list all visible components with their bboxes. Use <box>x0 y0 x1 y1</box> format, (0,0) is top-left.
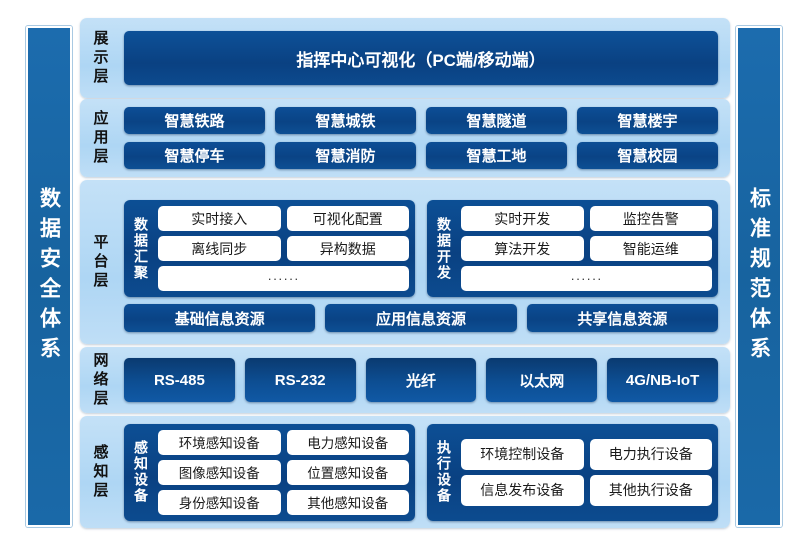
perception-actuator-cells: 环境控制设备 电力执行设备 信息发布设备 其他执行设备 <box>461 438 712 506</box>
sensing-row-2: 图像感知设备 位置感知设备 <box>158 459 409 485</box>
platform-group-data-development-title-wrap: 数据开发 <box>433 206 455 291</box>
actuator-row-1: 环境控制设备 电力执行设备 <box>461 438 712 470</box>
development-item-more[interactable]: ······ <box>461 266 712 291</box>
network-item-ethernet[interactable]: 以太网 <box>486 358 598 402</box>
app-item-smart-campus[interactable]: 智慧校园 <box>577 142 718 169</box>
actuator-item-info-release[interactable]: 信息发布设备 <box>461 474 584 506</box>
application-row-1: 智慧铁路 智慧城铁 智慧隧道 智慧楼宇 <box>120 107 730 134</box>
perception-sensing-cells: 环境感知设备 电力感知设备 图像感知设备 位置感知设备 身份感知设备 其他感知设… <box>158 429 409 515</box>
layer-perception-label: 感知层 <box>91 443 109 501</box>
aggregation-item-realtime-ingest[interactable]: 实时接入 <box>158 206 281 231</box>
layer-perception-body: 感知设备 环境感知设备 电力感知设备 图像感知设备 位置感知设备 身份感知设备 <box>120 416 730 528</box>
perception-group-sensing-devices: 感知设备 环境感知设备 电力感知设备 图像感知设备 位置感知设备 身份感知设备 <box>124 423 415 521</box>
actuator-item-power-execution[interactable]: 电力执行设备 <box>589 438 712 470</box>
application-row-2: 智慧停车 智慧消防 智慧工地 智慧校园 <box>120 142 730 169</box>
aggregation-item-offline-sync[interactable]: 离线同步 <box>158 236 281 261</box>
layer-presentation-body: 指挥中心可视化（PC端/移动端） <box>120 18 730 98</box>
layer-platform: 平台层 数据汇聚 实时接入 可视化配置 离线同步 <box>80 180 730 344</box>
platform-group-data-aggregation: 数据汇聚 实时接入 可视化配置 离线同步 异构数据 ······ <box>124 200 415 297</box>
layer-application-label-wrap: 应用层 <box>80 99 120 177</box>
aggregation-item-more[interactable]: ······ <box>158 266 409 291</box>
actuator-row-2: 信息发布设备 其他执行设备 <box>461 474 712 506</box>
sensing-row-3: 身份感知设备 其他感知设备 <box>158 489 409 515</box>
aggregation-item-visual-config[interactable]: 可视化配置 <box>286 206 409 231</box>
development-item-realtime-dev[interactable]: 实时开发 <box>461 206 584 231</box>
platform-resources-row: 基础信息资源 应用信息资源 共享信息资源 <box>120 297 730 332</box>
perception-group-actuator-title: 执行设备 <box>436 440 452 504</box>
aggregation-row-2: 离线同步 异构数据 <box>158 236 409 261</box>
resource-item-basic-info[interactable]: 基础信息资源 <box>124 304 316 332</box>
left-pillar-data-security: 数据安全体系 <box>26 26 72 527</box>
layer-application-body: 智慧铁路 智慧城铁 智慧隧道 智慧楼宇 智慧停车 智慧消防 智慧工地 智慧校园 <box>120 99 730 177</box>
development-item-intelligent-ops[interactable]: 智能运维 <box>589 236 712 261</box>
sensing-item-environment[interactable]: 环境感知设备 <box>158 429 281 455</box>
resource-item-application-info[interactable]: 应用信息资源 <box>325 304 517 332</box>
perception-group-actuator-devices: 执行设备 环境控制设备 电力执行设备 信息发布设备 其他执行设备 <box>427 423 718 521</box>
platform-groups-row: 数据汇聚 实时接入 可视化配置 离线同步 异构数据 ······ <box>120 192 730 297</box>
app-item-smart-tunnel[interactable]: 智慧隧道 <box>426 107 567 134</box>
layer-presentation: 展示层 指挥中心可视化（PC端/移动端） <box>80 18 730 98</box>
layer-network-label-wrap: 网络层 <box>80 347 120 413</box>
sensing-item-position[interactable]: 位置感知设备 <box>286 459 409 485</box>
layer-network-label: 网络层 <box>91 351 109 409</box>
perception-groups-row: 感知设备 环境感知设备 电力感知设备 图像感知设备 位置感知设备 身份感知设备 <box>120 418 730 527</box>
platform-group-data-aggregation-cells: 实时接入 可视化配置 离线同步 异构数据 ······ <box>158 206 409 291</box>
layer-presentation-label-wrap: 展示层 <box>80 18 120 98</box>
layer-platform-label: 平台层 <box>91 233 109 291</box>
aggregation-item-heterogeneous-data[interactable]: 异构数据 <box>286 236 409 261</box>
layer-perception-label-wrap: 感知层 <box>80 416 120 528</box>
network-item-rs232[interactable]: RS-232 <box>244 358 356 402</box>
layer-presentation-label: 展示层 <box>91 29 109 87</box>
sensing-item-image[interactable]: 图像感知设备 <box>158 459 281 485</box>
network-items-row: RS-485 RS-232 光纤 以太网 4G/NB-IoT <box>120 358 730 402</box>
right-pillar-label: 标准规范体系 <box>747 186 771 367</box>
platform-group-data-aggregation-title: 数据汇聚 <box>133 216 149 281</box>
aggregation-row-1: 实时接入 可视化配置 <box>158 206 409 231</box>
sensing-item-other[interactable]: 其他感知设备 <box>286 489 409 515</box>
actuator-item-environment-control[interactable]: 环境控制设备 <box>461 438 584 470</box>
development-item-monitoring-alarm[interactable]: 监控告警 <box>589 206 712 231</box>
layer-platform-label-wrap: 平台层 <box>80 180 120 344</box>
development-row-3: ······ <box>461 266 712 291</box>
app-item-smart-railway[interactable]: 智慧铁路 <box>124 107 265 134</box>
perception-group-sensing-title-wrap: 感知设备 <box>130 430 152 515</box>
network-item-4g-nbiot[interactable]: 4G/NB-IoT <box>607 358 718 402</box>
resource-item-shared-info[interactable]: 共享信息资源 <box>526 304 718 332</box>
platform-group-data-development-title: 数据开发 <box>436 216 452 281</box>
platform-group-data-development-cells: 实时开发 监控告警 算法开发 智能运维 ······ <box>461 206 712 291</box>
layer-network-body: RS-485 RS-232 光纤 以太网 4G/NB-IoT <box>120 347 730 413</box>
app-item-smart-parking[interactable]: 智慧停车 <box>124 142 265 169</box>
app-item-smart-metro[interactable]: 智慧城铁 <box>275 107 416 134</box>
app-item-smart-building[interactable]: 智慧楼宇 <box>577 107 718 134</box>
app-item-smart-construction-site[interactable]: 智慧工地 <box>426 142 567 169</box>
layer-perception: 感知层 感知设备 环境感知设备 电力感知设备 图像感知设备 <box>80 416 730 528</box>
platform-group-data-aggregation-title-wrap: 数据汇聚 <box>130 206 152 291</box>
sensing-row-1: 环境感知设备 电力感知设备 <box>158 429 409 455</box>
presentation-command-center-item[interactable]: 指挥中心可视化（PC端/移动端） <box>124 31 718 85</box>
perception-group-sensing-title: 感知设备 <box>133 440 149 504</box>
layer-network: 网络层 RS-485 RS-232 光纤 以太网 4G/NB-IoT <box>80 347 730 413</box>
platform-group-data-development: 数据开发 实时开发 监控告警 算法开发 智能运维 ······ <box>427 200 718 297</box>
layer-application: 应用层 智慧铁路 智慧城铁 智慧隧道 智慧楼宇 智慧停车 智慧消防 智慧工地 智… <box>80 99 730 177</box>
layer-application-label: 应用层 <box>91 109 109 167</box>
sensing-item-identity[interactable]: 身份感知设备 <box>158 489 281 515</box>
layer-platform-body: 数据汇聚 实时接入 可视化配置 离线同步 异构数据 ······ <box>120 180 730 344</box>
app-item-smart-firefighting[interactable]: 智慧消防 <box>275 142 416 169</box>
sensing-item-power[interactable]: 电力感知设备 <box>286 429 409 455</box>
aggregation-row-3: ······ <box>158 266 409 291</box>
left-pillar-label: 数据安全体系 <box>37 186 61 367</box>
perception-group-actuator-title-wrap: 执行设备 <box>433 440 455 504</box>
development-row-1: 实时开发 监控告警 <box>461 206 712 231</box>
actuator-item-other[interactable]: 其他执行设备 <box>589 474 712 506</box>
development-row-2: 算法开发 智能运维 <box>461 236 712 261</box>
right-pillar-standards: 标准规范体系 <box>736 26 782 527</box>
development-item-algorithm-dev[interactable]: 算法开发 <box>461 236 584 261</box>
network-item-rs485[interactable]: RS-485 <box>124 358 235 402</box>
network-item-fiber[interactable]: 光纤 <box>365 358 477 402</box>
